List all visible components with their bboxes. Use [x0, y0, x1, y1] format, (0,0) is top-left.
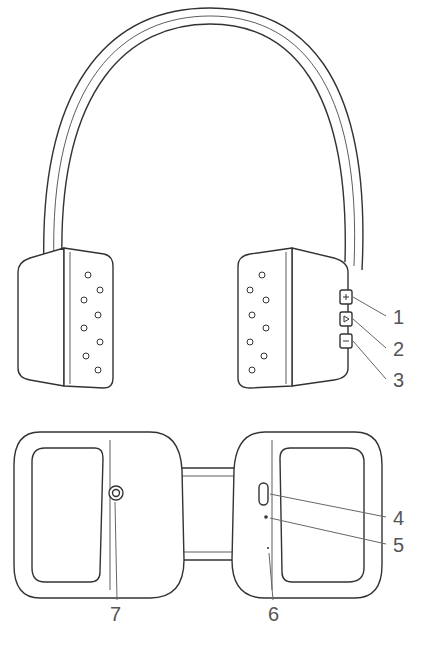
callout-number: 3	[393, 369, 404, 391]
callout-number: 7	[110, 603, 121, 625]
callout-number: 5	[393, 534, 404, 556]
callout-number: 4	[393, 507, 404, 529]
callout-number: 6	[268, 603, 279, 625]
callout-number: 2	[393, 338, 404, 360]
callout-number: 1	[393, 306, 404, 328]
